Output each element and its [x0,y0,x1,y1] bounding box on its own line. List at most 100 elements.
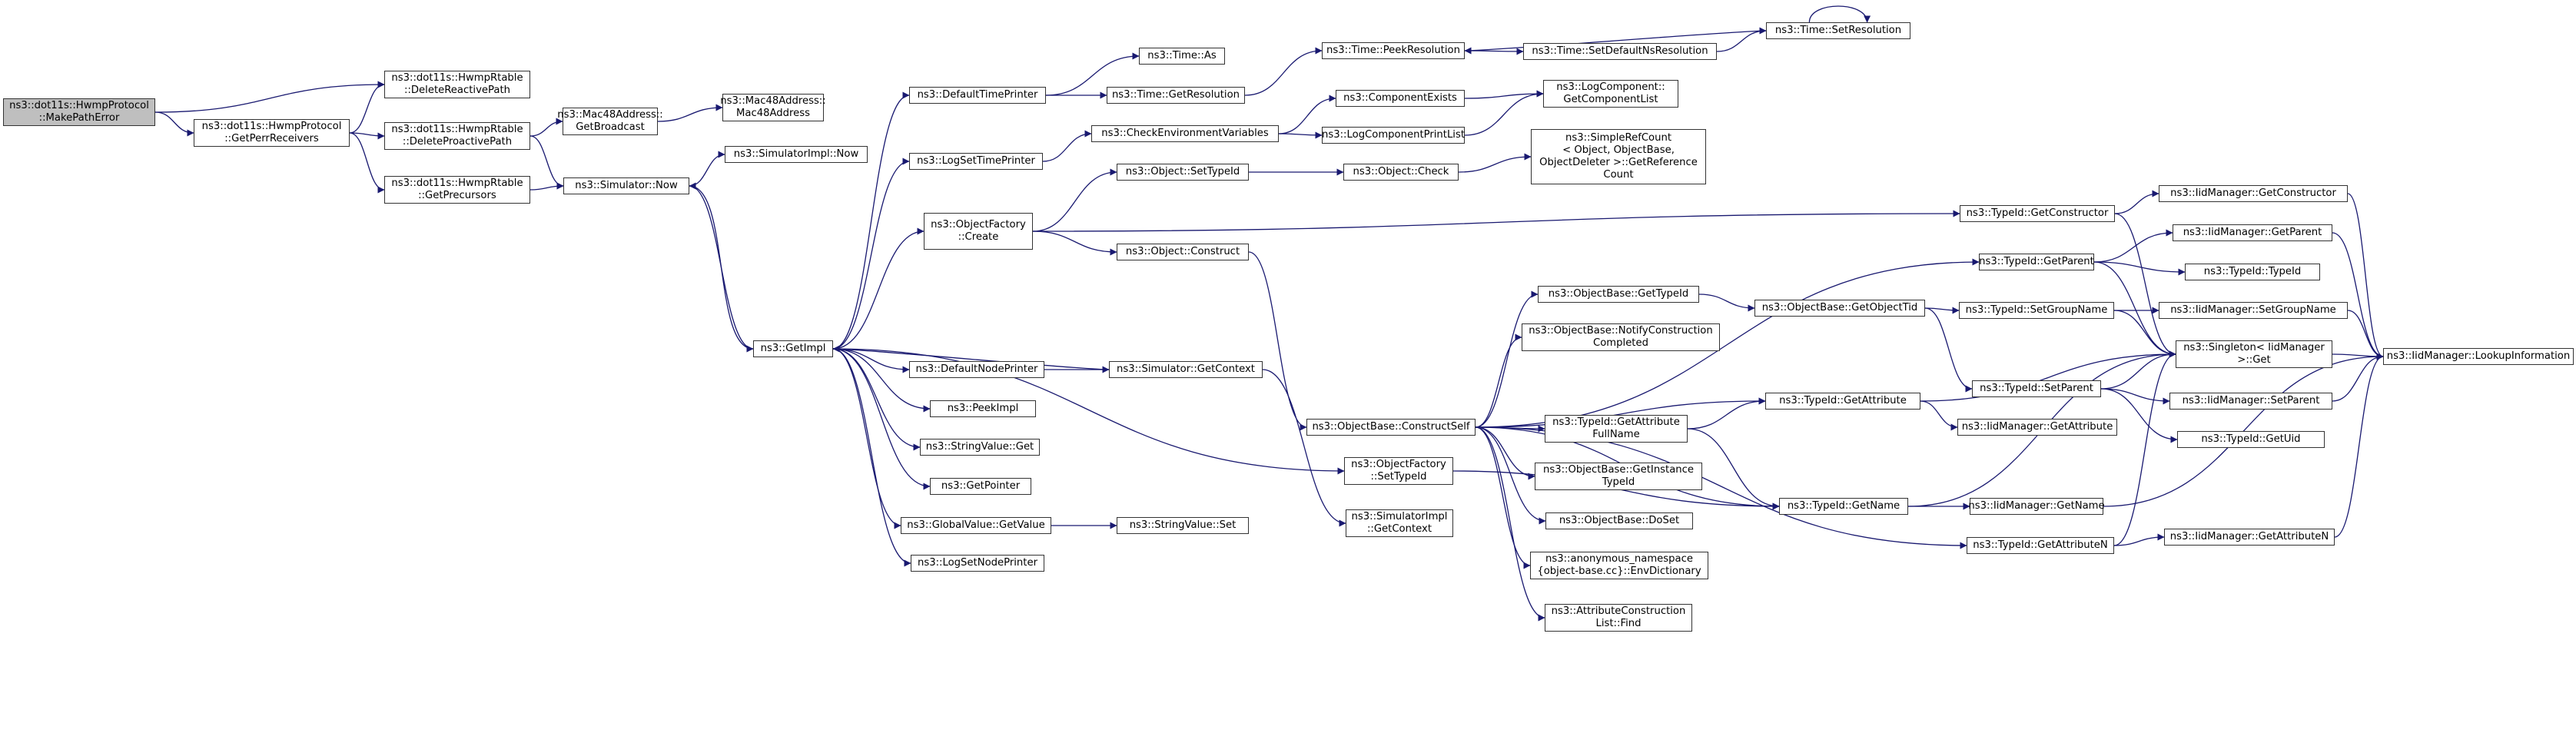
node-iidSetGroupName[interactable]: ns3::IidManager::SetGroupName [2159,302,2348,319]
node-globalValueGet[interactable]: ns3::GlobalValue::GetValue [901,517,1051,534]
node-iidGetAttribute[interactable]: ns3::IidManager::GetAttribute [1957,419,2117,436]
node-setRes[interactable]: ns3::Time::SetResolution [1766,22,1910,39]
edge-logSetTimePrinter-to-checkEnv [1042,130,1092,162]
edge-typeIdGetParent-to-typeIdCtor [2093,261,2186,276]
edge-typeIdSetParent-to-iidSetParent [2100,388,2170,405]
node-getAttrFullName[interactable]: ns3::TypeId::GetAttribute FullName [1545,415,1688,443]
node-delProactive[interactable]: ns3::dot11s::HwmpRtable ::DeleteProactiv… [384,122,530,150]
node-getObjectTid[interactable]: ns3::ObjectBase::GetObjectTid [1754,300,1925,317]
edge-constructSelf-to-objBaseGetTypeId [1475,290,1539,428]
edge-constructSelf-to-envDictionary [1475,426,1531,569]
edge-typeIdSetParent-to-typeIdGetUid [2100,388,2178,443]
edge-getImpl-to-peekImpl [832,348,931,413]
node-typeIdGetConstructor[interactable]: ns3::TypeId::GetConstructor [1960,205,2115,222]
node-checkEnv[interactable]: ns3::CheckEnvironmentVariables [1091,125,1279,142]
node-typeIdGetUid[interactable]: ns3::TypeId::GetUid [2177,431,2325,448]
node-stringValueGet[interactable]: ns3::StringValue::Get [920,439,1040,456]
edge-iidGetParent-to-lookupInfo [2332,232,2384,360]
edge-objFactoryCreate-to-objSetTypeId [1032,168,1117,232]
node-getImpl[interactable]: ns3::GetImpl [753,340,833,357]
edge-typeIdSetGroupName-to-singletonGet [2113,310,2176,358]
node-getBroadcast[interactable]: ns3::Mac48Address:: GetBroadcast [557,108,663,135]
node-iidGetAttributeN[interactable]: ns3::IidManager::GetAttributeN [2164,529,2335,546]
edge-getBroadcast-to-mac48ctor [657,104,723,122]
node-simpleRef[interactable]: ns3::SimpleRefCount < Object, ObjectBase… [1531,129,1706,184]
node-compExists[interactable]: ns3::ComponentExists [1336,90,1465,107]
node-lookupInfo[interactable]: ns3::IidManager::LookupInformation [2383,348,2574,365]
node-constructSelf[interactable]: ns3::ObjectBase::ConstructSelf [1306,419,1476,436]
edge-objBaseGetTypeId-to-getObjectTid [1698,294,1755,312]
node-objConstruct[interactable]: ns3::Object::Construct [1117,244,1249,260]
node-singletonGet[interactable]: ns3::Singleton< IidManager >::Get [2176,340,2332,368]
node-iidGetParent[interactable]: ns3::IidManager::GetParent [2173,224,2332,241]
node-simGetContext[interactable]: ns3::Simulator::GetContext [1109,361,1263,378]
node-simImplNow[interactable]: ns3::SimulatorImpl::Now [725,146,868,163]
edge-getObjectTid-to-typeIdSetGroupName [1924,307,1960,314]
edge-checkEnv-to-compExists [1278,95,1336,134]
edge-getImpl-to-logSetTimePrinter [832,158,910,350]
node-typeIdGetParent[interactable]: ns3::TypeId::GetParent [1979,254,2094,270]
node-getInstanceTypeId[interactable]: ns3::ObjectBase::GetInstance TypeId [1535,463,1702,490]
node-delReactive[interactable]: ns3::dot11s::HwmpRtable ::DeleteReactive… [384,71,530,98]
node-objFactorySetTypeId[interactable]: ns3::ObjectFactory ::SetTypeId [1344,457,1453,485]
node-getPrecursors[interactable]: ns3::dot11s::HwmpRtable ::GetPrecursors [384,176,530,204]
edge-getImpl-to-objFactoryCreate [832,227,925,350]
node-defNodePrinter[interactable]: ns3::DefaultNodePrinter [909,361,1044,378]
node-envDictionary[interactable]: ns3::anonymous_namespace {object-base.cc… [1530,552,1708,579]
node-setDefNsRes[interactable]: ns3::Time::SetDefaultNsResolution [1523,43,1717,60]
edge-root-to-delReactive [154,81,385,113]
node-simNow[interactable]: ns3::Simulator::Now [563,177,689,194]
node-attrConstrFind[interactable]: ns3::AttributeConstruction List::Find [1545,604,1692,632]
node-getCompList[interactable]: ns3::LogComponent:: GetComponentList [1543,80,1678,108]
edge-constructSelf-to-typeIdGetAttribute [1475,397,1766,428]
node-stringValueSet[interactable]: ns3::StringValue::Set [1117,517,1249,534]
edge-constructSelf-to-notifyConstruction [1475,333,1522,428]
node-objBaseGetTypeId[interactable]: ns3::ObjectBase::GetTypeId [1538,286,1699,303]
node-iidGetConstructor[interactable]: ns3::IidManager::GetConstructor [2159,185,2348,202]
node-getPerr[interactable]: ns3::dot11s::HwmpProtocol ::GetPerrRecei… [194,119,350,147]
node-notifyConstruction[interactable]: ns3::ObjectBase::NotifyConstruction Comp… [1522,323,1720,351]
edge-getPerr-to-getPrecursors [349,132,385,194]
edge-getImpl-to-simNow [689,182,754,350]
node-logSetNodePrinter[interactable]: ns3::LogSetNodePrinter [911,555,1044,572]
node-timeAs[interactable]: ns3::Time::As [1139,48,1225,65]
node-defTimePrinter[interactable]: ns3::DefaultTimePrinter [909,87,1046,104]
edge-typeIdGetParent-to-iidGetParent [2093,229,2173,263]
edge-getPrecursors-to-simNow [529,182,564,191]
node-objSetTypeId[interactable]: ns3::Object::SetTypeId [1117,164,1249,181]
edge-setDefNsRes-to-setRes [1716,27,1767,52]
edge-iidSetParent-to-lookupInfo [2332,353,2384,402]
edge-iidGetAttributeN-to-lookupInfo [2334,353,2384,538]
node-objCheck[interactable]: ns3::Object::Check [1343,164,1459,181]
edge-timeGetRes-to-peekRes [1244,47,1323,96]
edge-getImpl-to-stringValueGet [832,348,921,451]
edge-typeIdGetConstructor-to-singletonGet [2114,213,2176,358]
edge-getAttrFullName-to-typeIdGetAttribute [1687,397,1766,430]
node-doSet[interactable]: ns3::ObjectBase::DoSet [1545,512,1693,529]
node-iidGetName[interactable]: ns3::IidManager::GetName [1968,498,2105,515]
node-typeIdCtor[interactable]: ns3::TypeId::TypeId [2185,264,2320,280]
node-peekRes[interactable]: ns3::Time::PeekResolution [1322,42,1465,59]
node-typeIdGetName[interactable]: ns3::TypeId::GetName [1779,498,1908,515]
edge-constructSelf-to-attrConstrFind [1475,426,1545,622]
node-root: ns3::dot11s::HwmpProtocol ::MakePathErro… [3,98,155,126]
node-getPointer[interactable]: ns3::GetPointer [930,478,1031,495]
edge-getImpl-to-defTimePrinter [832,91,910,350]
node-mac48ctor[interactable]: ns3::Mac48Address:: Mac48Address [720,94,826,121]
node-objFactoryCreate[interactable]: ns3::ObjectFactory ::Create [924,213,1033,250]
node-typeIdGetAttribute[interactable]: ns3::TypeId::GetAttribute [1765,393,1920,410]
edge-simGetContext-to-getImpl [832,345,1110,370]
edge-setRes-to-peekRes [1464,30,1767,55]
node-iidSetParent[interactable]: ns3::IidManager::SetParent [2169,393,2332,410]
node-peekImpl[interactable]: ns3::PeekImpl [930,400,1036,417]
node-typeIdGetAttributeN[interactable]: ns3::TypeId::GetAttributeN [1967,537,2114,554]
node-logSetTimePrinter[interactable]: ns3::LogSetTimePrinter [909,153,1043,170]
node-typeIdSetParent[interactable]: ns3::TypeId::SetParent [1972,380,2101,397]
node-logCompPrintList[interactable]: ns3::LogComponentPrintList [1322,127,1465,144]
node-simImplGetContext[interactable]: ns3::SimulatorImpl ::GetContext [1346,509,1453,537]
node-typeIdSetGroupName[interactable]: ns3::TypeId::SetGroupName [1959,302,2114,319]
node-timeGetRes[interactable]: ns3::Time::GetResolution [1107,87,1245,104]
edge-constructSelf-to-getInstanceTypeId [1475,426,1535,480]
edge-objConstruct-to-constructSelf [1248,251,1307,431]
